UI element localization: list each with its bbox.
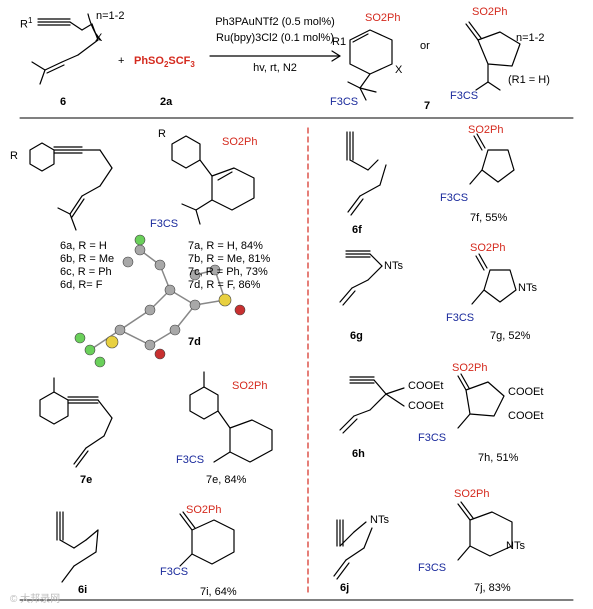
- substrate-6a-d-structure: [29, 142, 113, 231]
- list-7ad-3: 7d, R = F, 86%: [188, 279, 261, 291]
- f3cs-7f: F3CS: [440, 192, 469, 204]
- substrate-r1-label: R1: [20, 16, 33, 31]
- product-7j-structure: [457, 501, 513, 561]
- plus-sign: +: [118, 55, 125, 67]
- substrate-n-label: n=1-2: [96, 10, 125, 22]
- condition-hv: hv, rt, N2: [253, 62, 297, 74]
- product-7f-structure: [469, 133, 515, 185]
- list-6ad-1: 6b, R = Me: [60, 253, 115, 265]
- product-note-r1-h: (R1 = H): [508, 74, 550, 86]
- label-7h: 7h, 51%: [478, 452, 519, 464]
- r-label-6ad: R: [10, 150, 18, 162]
- label-7: 7: [424, 100, 431, 112]
- watermark: © 大邦录网: [10, 594, 61, 605]
- list-6ad-0: 6a, R = H: [60, 240, 107, 252]
- product-so2ph-label: SO2Ph: [365, 12, 401, 24]
- list-7ad-2: 7c, R = Ph, 73%: [188, 266, 268, 278]
- product-7i-structure: [179, 511, 235, 567]
- substrate-6j-structure: [333, 519, 373, 580]
- reagent-2a-formula: PhSO2SCF3: [134, 55, 195, 70]
- so2ph-7f: SO2Ph: [468, 124, 504, 136]
- f3cs-7j: F3CS: [418, 562, 447, 574]
- f3cs-7ad: F3CS: [150, 218, 179, 230]
- substrate-6f-structure: [346, 131, 387, 216]
- list-7ad-0: 7a, R = H, 84%: [188, 240, 263, 252]
- product-7-cyclopentane-structure: [465, 21, 521, 91]
- cooet-6h-1: COOEt: [408, 380, 444, 392]
- product-5ring-so2ph-label: SO2Ph: [472, 6, 508, 18]
- product-7e-structure: [189, 371, 273, 463]
- substrate-6h-structure: [339, 376, 405, 434]
- substrate-7e-structure: [39, 377, 113, 468]
- nts-6g: NTs: [384, 260, 403, 272]
- label-7g: 7g, 52%: [490, 330, 531, 342]
- f3cs-7h: F3CS: [418, 432, 447, 444]
- condition-catalyst-ru: Ru(bpy)3Cl2 (0.1 mol%): [216, 32, 334, 44]
- label-7i: 7i, 64%: [200, 586, 237, 598]
- product-7h-structure: [457, 373, 505, 429]
- so2ph-7j: SO2Ph: [454, 488, 490, 500]
- so2ph-7ad: SO2Ph: [222, 136, 258, 148]
- label-6i: 6i: [78, 584, 88, 596]
- label-7e-product: 7e, 84%: [206, 474, 247, 486]
- cooet-7h-2: COOEt: [508, 410, 544, 422]
- product-r1-label: R1: [332, 36, 347, 48]
- label-2a: 2a: [160, 96, 173, 108]
- or-text: or: [420, 40, 430, 52]
- label-7j: 7j, 83%: [474, 582, 511, 594]
- cooet-7h-1: COOEt: [508, 386, 544, 398]
- nts-7g: NTs: [518, 282, 537, 294]
- label-7f: 7f, 55%: [470, 212, 508, 224]
- list-6ad-2: 6c, R = Ph: [60, 266, 112, 278]
- product-7-ring-structure: [347, 29, 393, 101]
- xray-atoms: [74, 234, 246, 368]
- list-6ad-3: 6d, R= F: [60, 279, 103, 291]
- f3cs-7e: F3CS: [176, 454, 205, 466]
- xray-label: 7d: [188, 336, 201, 348]
- product-7a-d-structure: [171, 135, 255, 225]
- label-6j: 6j: [340, 582, 350, 594]
- reaction-arrow: [209, 50, 341, 62]
- label-6f: 6f: [352, 224, 362, 236]
- label-7e-substrate: 7e: [80, 474, 93, 486]
- substrate-6-structure: [31, 13, 101, 85]
- r-label-7ad: R: [158, 128, 166, 140]
- label-6h: 6h: [352, 448, 365, 460]
- so2ph-7e: SO2Ph: [232, 380, 268, 392]
- substrate-6i-structure: [56, 511, 99, 583]
- condition-catalyst-gold: Ph3PAuNTf2 (0.5 mol%): [215, 16, 335, 28]
- product-x-label: X: [395, 64, 403, 76]
- label-6g: 6g: [350, 330, 363, 342]
- substrate-6g-structure: [339, 250, 383, 306]
- product-5ring-f3cs-label: F3CS: [450, 90, 479, 102]
- so2ph-7h: SO2Ph: [452, 362, 488, 374]
- list-7ad-1: 7b, R = Me, 81%: [188, 253, 271, 265]
- label-6: 6: [60, 96, 67, 108]
- product-5ring-n-label: n=1-2: [516, 32, 545, 44]
- cooet-6h-2: COOEt: [408, 400, 444, 412]
- product-f3cs-label: F3CS: [330, 96, 359, 108]
- f3cs-7i: F3CS: [160, 566, 189, 578]
- product-7g-structure: [471, 253, 517, 305]
- so2ph-7g: SO2Ph: [470, 242, 506, 254]
- nts-7j: NTs: [506, 540, 525, 552]
- f3cs-7g: F3CS: [446, 312, 475, 324]
- substrate-x-label: X: [95, 32, 103, 44]
- so2ph-7i: SO2Ph: [186, 504, 222, 516]
- nts-6j: NTs: [370, 514, 389, 526]
